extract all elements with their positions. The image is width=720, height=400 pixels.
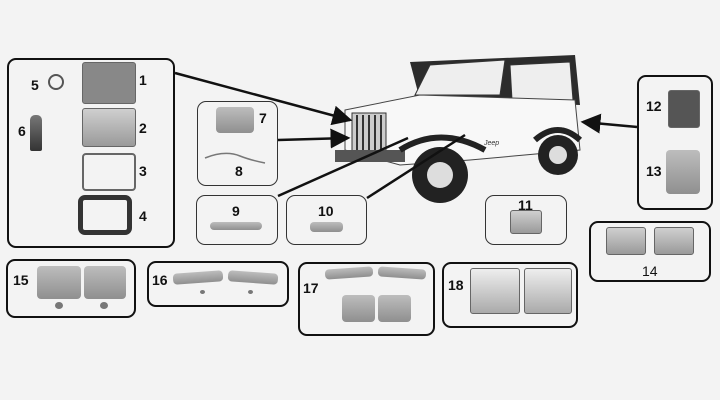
part-number-14: 14 <box>642 263 658 279</box>
arrow-tail-light <box>580 113 638 134</box>
bulb-icon <box>55 302 63 309</box>
tail-light-housing <box>668 90 700 128</box>
side-marker-pair-group[interactable] <box>147 261 289 307</box>
parking-light-lens <box>216 107 254 133</box>
fog-light <box>510 210 542 234</box>
part-number-2: 2 <box>139 120 147 136</box>
bulb-icon <box>248 290 253 294</box>
headlight-retaining-ring <box>82 153 136 191</box>
part-number-7: 7 <box>259 110 267 126</box>
part-number-13: 13 <box>646 163 662 179</box>
parking-lens-left <box>342 295 375 322</box>
part-number-6: 6 <box>18 123 26 139</box>
side-marker-group-10[interactable] <box>286 195 367 245</box>
tail-light-group[interactable] <box>637 75 713 210</box>
part-number-12: 12 <box>646 98 662 114</box>
part-number-16: 16 <box>152 272 168 288</box>
part-number-10: 10 <box>318 203 334 219</box>
arrow-headlight <box>174 71 353 126</box>
line-side-marker-10 <box>366 133 466 200</box>
line-side-marker-9 <box>277 136 409 198</box>
sealed-beam-headlight <box>82 108 136 147</box>
headlight-bezel <box>78 195 132 235</box>
part-number-5: 5 <box>31 77 39 93</box>
part-number-3: 3 <box>139 163 147 179</box>
part-number-11: 11 <box>518 197 533 213</box>
side-marker-lens-short <box>310 222 343 232</box>
part-number-18: 18 <box>448 277 464 293</box>
fog-light-pair-group[interactable] <box>589 221 711 282</box>
parking-lens-pair-group[interactable] <box>6 259 136 318</box>
fog-light-group[interactable] <box>485 195 567 245</box>
part-number-9: 9 <box>232 203 240 219</box>
lens-kit-group[interactable] <box>298 262 435 336</box>
halogen-headlight-left <box>470 268 520 314</box>
part-number-1: 1 <box>139 72 147 88</box>
bulb-icon <box>100 302 108 309</box>
part-number-8: 8 <box>235 163 243 179</box>
headlight-housing <box>82 62 136 104</box>
parking-lens-left <box>37 266 81 299</box>
halogen-headlight-pair-group[interactable] <box>442 262 578 328</box>
parking-lens-right <box>378 295 411 322</box>
headlight-parts-group[interactable] <box>7 58 175 248</box>
part-number-17: 17 <box>303 280 319 296</box>
fog-light-right <box>654 227 694 255</box>
side-marker-group-9[interactable] <box>196 195 278 245</box>
halogen-bulb <box>30 115 42 151</box>
bulb-icon <box>200 290 205 294</box>
parking-lens-right <box>84 266 126 299</box>
bulb-socket <box>48 74 64 90</box>
arrow-parking-light <box>277 128 351 149</box>
part-number-15: 15 <box>13 272 29 288</box>
part-number-4: 4 <box>139 208 147 224</box>
side-marker-lens-long <box>210 222 262 230</box>
halogen-headlight-right <box>524 268 572 314</box>
jeep-badge: Jeep <box>484 140 500 147</box>
tail-light-lens <box>666 150 700 194</box>
fog-light-left <box>606 227 646 255</box>
parking-light-group[interactable] <box>197 101 278 186</box>
